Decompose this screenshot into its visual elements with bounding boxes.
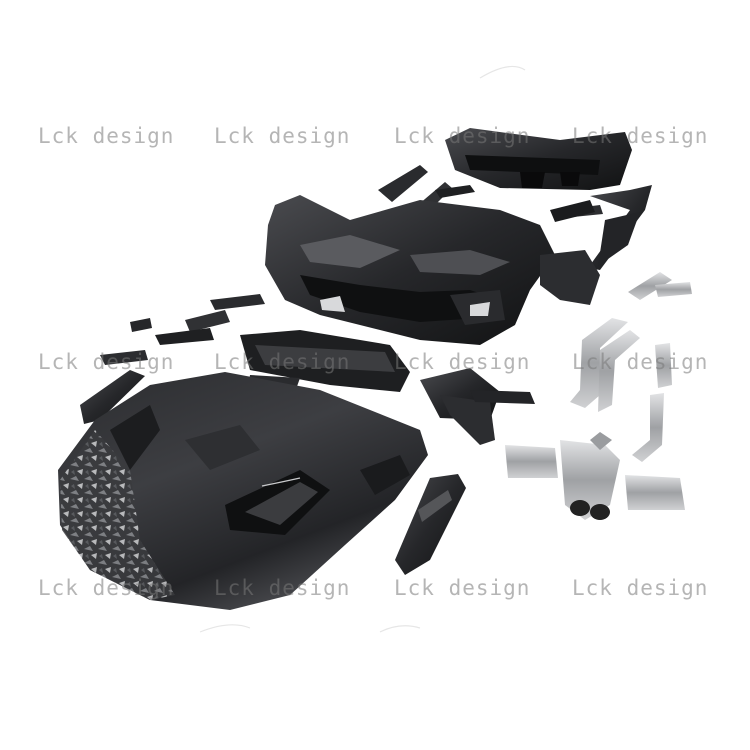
canards	[80, 294, 265, 424]
exhaust-pipes	[570, 272, 692, 462]
hood	[58, 372, 428, 610]
front-bumper	[265, 195, 555, 345]
side-skirts	[540, 200, 600, 305]
trim-pieces	[378, 165, 652, 270]
exhaust-mufflers	[505, 432, 685, 520]
background-marks	[199, 65, 526, 633]
grille-panel	[240, 330, 535, 445]
rear-diffuser	[445, 128, 632, 190]
small-trim-panel	[395, 474, 466, 575]
